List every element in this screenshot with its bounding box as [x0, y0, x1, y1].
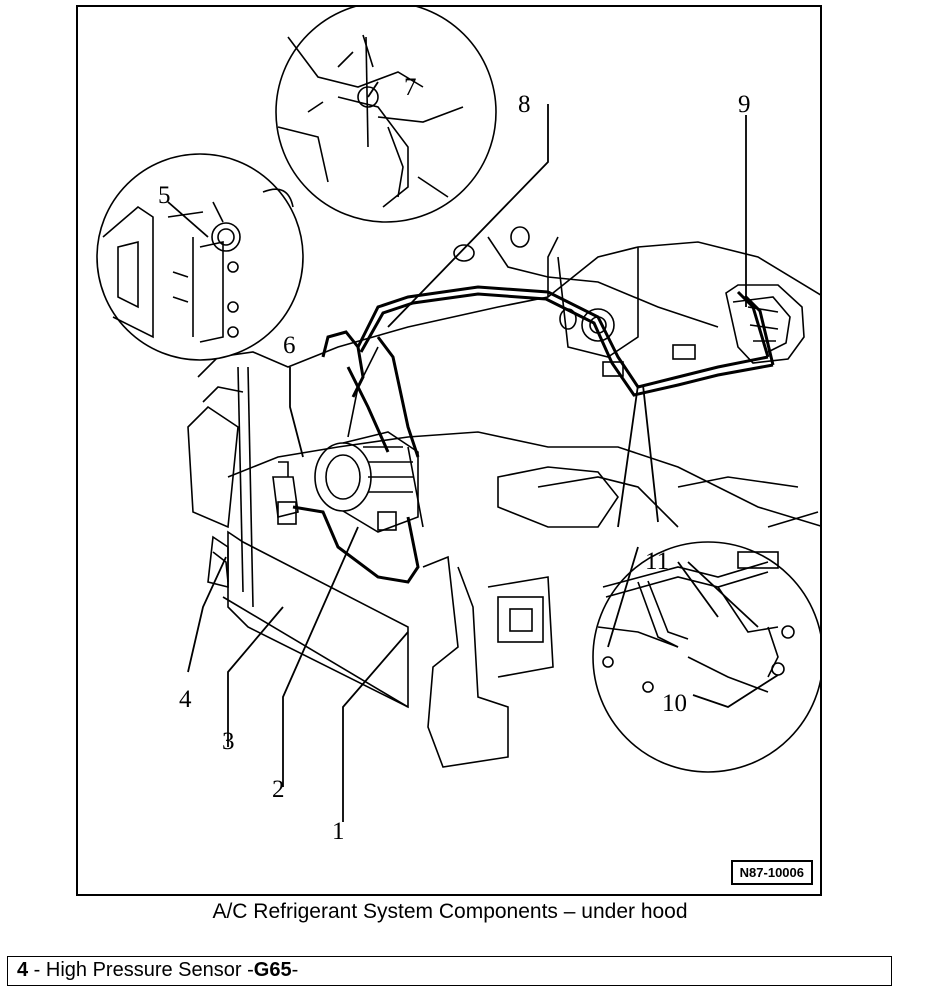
- figure-reference-code: N87-10006: [730, 860, 813, 885]
- callout-5: 5: [158, 182, 171, 209]
- callout-11: 11: [645, 548, 669, 575]
- condenser-outline: [187, 366, 409, 709]
- ac-system-drawing: 1 2 3 4 5 6 7 8 9 10 11: [96, 7, 820, 845]
- callout-4: 4: [179, 686, 192, 713]
- bracket-outline: [422, 555, 554, 768]
- detail-circle-5: [96, 153, 304, 361]
- legend-component-code: G65: [253, 959, 292, 981]
- refrigerant-lines: [292, 285, 775, 584]
- callout-10: 10: [662, 690, 687, 717]
- diagram-frame: 1 2 3 4 5 6 7 8 9 10 11 N87-10006: [76, 5, 822, 896]
- leader-lines: [167, 81, 779, 822]
- callout-3: 3: [222, 728, 235, 755]
- detail-circle-10-11: [592, 541, 820, 773]
- detail-circle-7: [275, 7, 497, 223]
- callout-1: 1: [332, 818, 345, 845]
- figure-caption: A/C Refrigerant System Components – unde…: [212, 900, 688, 923]
- callout-8: 8: [518, 91, 531, 118]
- callout-7: 7: [404, 74, 417, 101]
- legend-description: - High Pressure Sensor -: [28, 959, 254, 981]
- legend-trailing: -: [291, 959, 299, 981]
- compressor-outline: [314, 431, 424, 533]
- callout-6: 6: [283, 332, 296, 359]
- legend-entry: 4 - High Pressure Sensor -G65-: [7, 956, 892, 986]
- expansion-valve-outline: [725, 284, 805, 364]
- callout-2: 2: [272, 776, 285, 803]
- pressure-sensor-area: [212, 461, 299, 583]
- legend-number: 4: [17, 959, 29, 981]
- callout-9: 9: [738, 91, 751, 118]
- line-fittings: [277, 344, 696, 531]
